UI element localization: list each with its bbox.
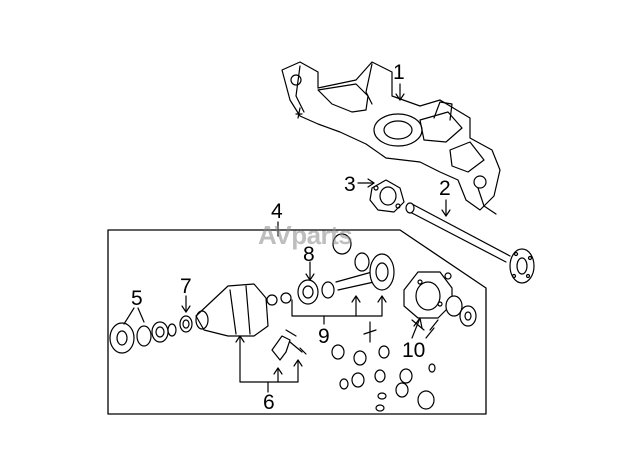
callout-7: 7 [180,275,192,298]
differential-case-drawing [403,271,477,331]
carrier-case-drawing [195,283,292,337]
callout-10: 10 [402,339,426,362]
axle-shaft-drawing [405,202,535,284]
adjusting-parts-drawing [271,329,307,361]
callout-4: 4 [271,200,283,223]
leader-lines-top [357,83,451,217]
callout-2: 2 [439,177,451,200]
callout-5: 5 [131,287,143,310]
pinion-bearing-drawing [179,295,193,333]
watermark-logo: AVparts [258,220,353,250]
differential-assembly-outline [107,229,487,415]
pinion-gear-drawing [297,233,395,305]
axle-housing-drawing [281,61,501,215]
callout-3: 3 [344,173,356,196]
callout-8: 8 [303,243,315,266]
leader-lines-9 [291,295,387,325]
callout-9: 9 [318,325,330,348]
bearing-retainer-drawing [369,179,405,213]
companion-flange-drawing [109,307,177,354]
callout-1: 1 [393,61,405,84]
spider-gears-drawing [331,321,436,412]
leader-lines-lower [235,317,435,393]
callout-6: 6 [263,391,275,414]
